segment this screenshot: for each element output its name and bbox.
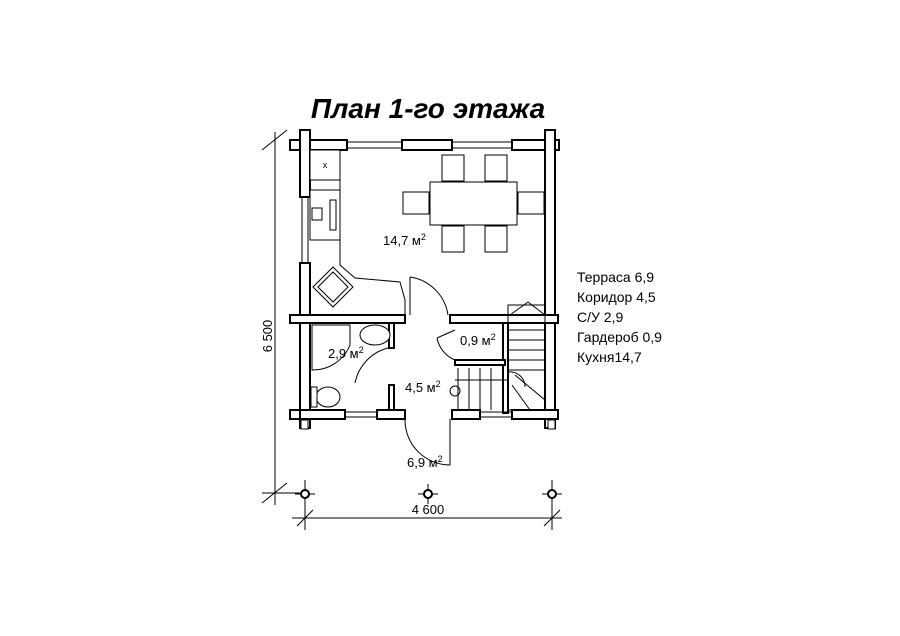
window — [346, 141, 403, 149]
washbasin — [359, 324, 391, 346]
window — [479, 411, 513, 418]
bathroom-fixtures — [310, 324, 391, 408]
room-area-terrace: 6,9 м2 — [407, 454, 443, 470]
chair — [441, 154, 465, 182]
dimension-height: 6 500 — [260, 129, 300, 505]
toilet — [315, 386, 341, 408]
chair — [441, 225, 465, 253]
dimension-width-label: 4 600 — [412, 502, 445, 517]
room-area-bathroom: 2,9 м2 — [328, 345, 364, 361]
hob-icon — [329, 199, 337, 231]
axis-marker — [423, 489, 433, 499]
legend-item: Гардероб 0,9 — [577, 329, 662, 345]
plan-title: План 1-го этажа — [311, 93, 545, 124]
kitchen-furniture: x — [309, 149, 406, 315]
doors — [354, 276, 456, 466]
chair — [484, 225, 508, 253]
stove — [309, 149, 341, 181]
staircase — [449, 301, 546, 411]
log-corners — [289, 139, 560, 420]
dining-table — [429, 181, 518, 226]
chair — [402, 191, 430, 215]
shower — [311, 324, 351, 371]
axis-marker — [300, 489, 310, 499]
legend-item: Коридор 4,5 — [577, 289, 656, 305]
axis-marker — [547, 489, 557, 499]
stove-mark: x — [323, 160, 328, 170]
windows — [301, 141, 513, 418]
room-area-kitchen: 14,7 м2 — [383, 232, 426, 248]
terrace-post — [547, 419, 556, 430]
window — [344, 411, 378, 418]
chair — [484, 154, 508, 182]
room-area-corridor: 4,5 м2 — [405, 379, 441, 395]
dimension-width: 4 600 — [292, 480, 562, 530]
window — [451, 141, 513, 149]
window — [301, 196, 309, 264]
legend-item: С/У 2,9 — [577, 309, 623, 325]
legend-item: Кухня14,7 — [577, 349, 642, 365]
dimension-height-label: 6 500 — [260, 320, 275, 353]
chair — [517, 191, 545, 215]
area-legend: Терраса 6,9 Коридор 4,5 С/У 2,9 Гардероб… — [577, 269, 662, 365]
room-area-wardrobe: 0,9 м2 — [460, 332, 496, 348]
dining-set — [402, 154, 545, 253]
legend-item: Терраса 6,9 — [577, 269, 654, 285]
terrace-post — [300, 419, 309, 430]
